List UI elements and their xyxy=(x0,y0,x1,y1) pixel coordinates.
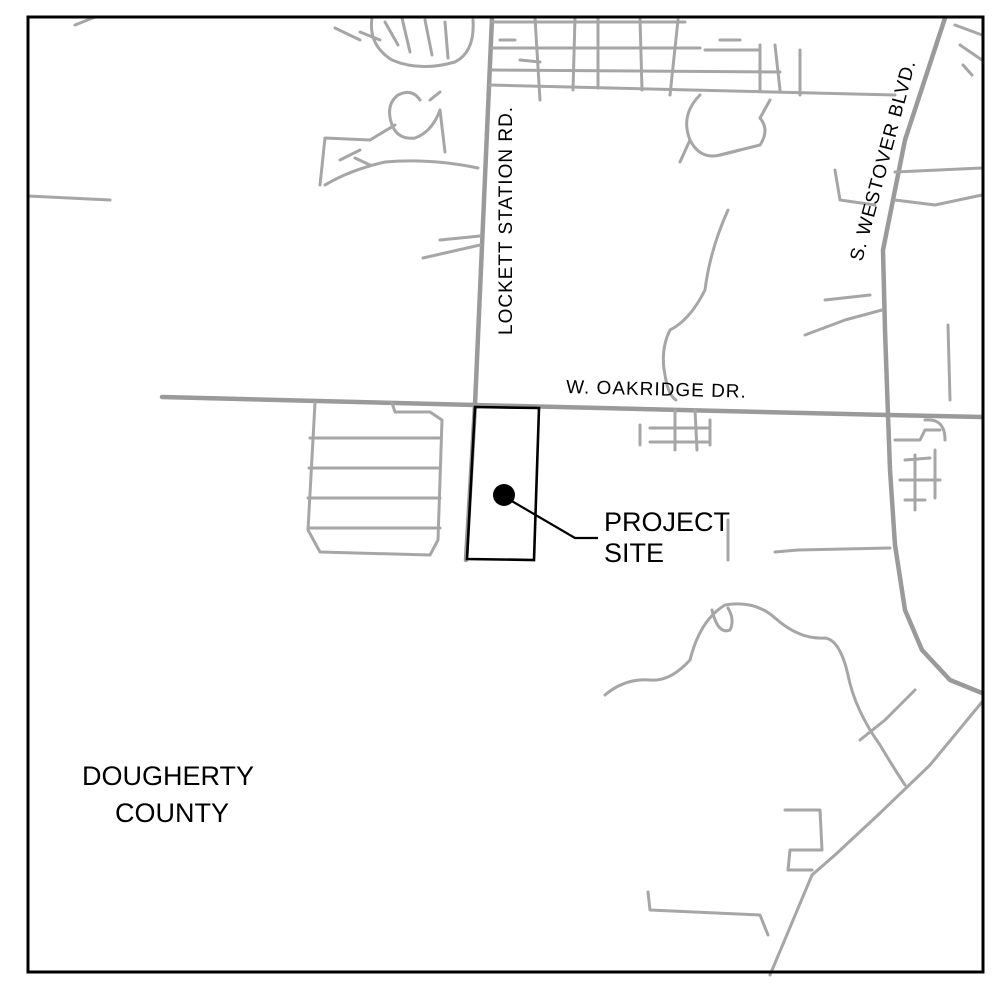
road-segment xyxy=(358,16,450,60)
road-segment xyxy=(893,418,947,512)
road-segment xyxy=(946,323,952,402)
road-segment xyxy=(488,20,897,97)
label-lockett-station-rd: LOCKETT STATION RD. xyxy=(496,106,517,335)
road-segment xyxy=(603,602,907,787)
road-segment xyxy=(858,688,917,742)
road-segment xyxy=(783,808,824,872)
road-network xyxy=(26,15,985,977)
road-segment xyxy=(318,123,397,187)
road-segment xyxy=(388,90,442,140)
road-segment xyxy=(638,408,712,452)
road-segment xyxy=(685,93,767,158)
road-segment xyxy=(421,234,482,260)
road-segment xyxy=(26,194,112,202)
road-segment xyxy=(369,16,475,69)
road-westover xyxy=(880,15,985,696)
road-segment xyxy=(678,98,772,164)
road-oakridge xyxy=(159,394,985,420)
label-project-site-line1: PROJECT xyxy=(604,507,730,537)
project-site-marker xyxy=(493,484,515,506)
road-segment xyxy=(646,890,770,937)
road-segment xyxy=(498,38,542,64)
road-segment xyxy=(703,38,802,97)
map-frame xyxy=(26,15,985,974)
road-segment xyxy=(803,293,884,337)
road-southeast-diagonal xyxy=(768,700,984,977)
road-segment xyxy=(661,208,730,402)
label-oakridge-dr: W. OAKRIDGE DR. xyxy=(566,377,747,403)
road-segment xyxy=(726,518,892,562)
label-county-line2: COUNTY xyxy=(115,798,229,828)
project-site-leader-line xyxy=(509,499,598,540)
road-segment xyxy=(306,401,444,557)
road-segment xyxy=(306,436,442,530)
project-site-parcel xyxy=(465,405,541,562)
road-segment xyxy=(710,606,734,633)
road-segment xyxy=(953,23,984,77)
road-segment xyxy=(533,16,680,102)
label-county-line1: DOUGHERTY xyxy=(82,761,254,791)
label-project-site-line2: SITE xyxy=(604,538,664,568)
road-segment xyxy=(833,166,984,207)
road-segment xyxy=(323,90,480,187)
